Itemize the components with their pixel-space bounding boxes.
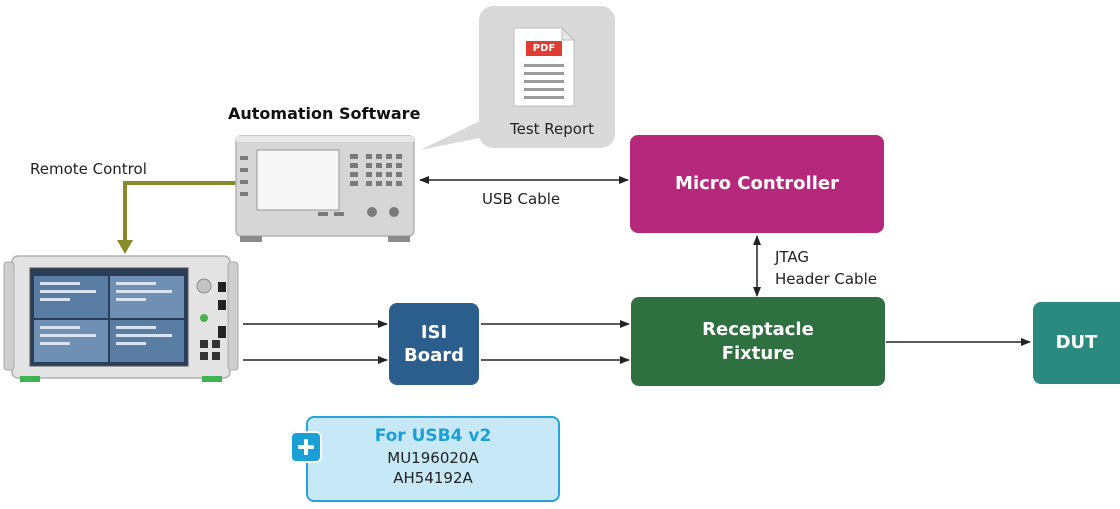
micro-controller-label: Micro Controller [675,173,839,195]
signal-analyzer-icon [3,255,239,382]
dut-label: DUT [1055,332,1098,354]
controller-instrument-icon [235,135,415,242]
remote-control-label: Remote Control [30,160,147,178]
automation-software-label: Automation Software [228,104,421,123]
pdf-document-icon [513,26,576,107]
receptacle-fixture-box: Receptacle Fixture [631,297,885,386]
dut-box: DUT [1033,302,1120,384]
usb4-v2-option-box: For USB4 v2 MU196020A AH54192A [306,416,560,502]
isi-board-box: ISI Board [389,303,479,385]
option-line2: AH54192A [393,469,473,487]
jtag-label-line2: Header Cable [775,270,877,288]
option-title: For USB4 v2 [374,426,492,446]
pdf-badge-label: PDF [532,43,556,54]
option-line1: MU196020A [387,449,479,467]
jtag-cable-label: JTAG Header Cable [775,246,877,290]
jtag-label-line1: JTAG [775,248,810,266]
usb-cable-label: USB Cable [482,190,561,208]
isi-board-label-line2: Board [404,345,464,366]
remote-control-arrow [117,240,133,254]
micro-controller-box: Micro Controller [630,135,884,233]
remote-control-cable [123,181,238,247]
plus-icon [290,431,322,463]
isi-board-label-line1: ISI [420,321,448,343]
test-report-label: Test Report [510,120,595,138]
receptacle-fixture-label-line2: Fixture [721,342,795,364]
receptacle-fixture-label-line1: Receptacle [702,319,814,341]
